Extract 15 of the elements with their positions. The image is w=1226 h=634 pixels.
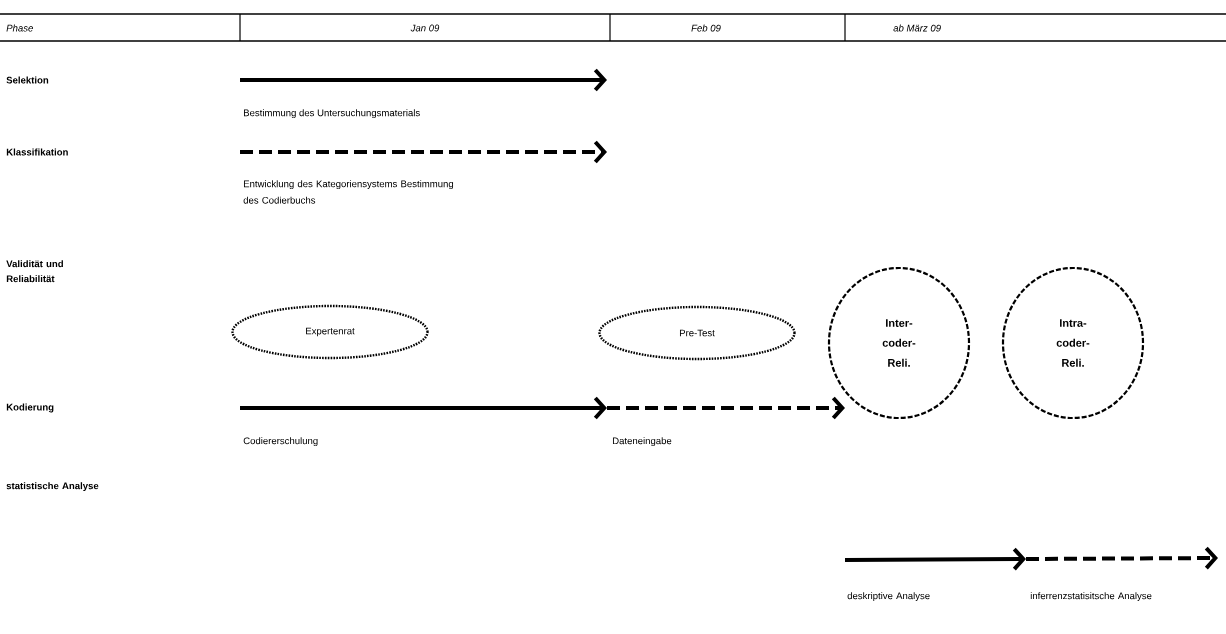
task-label: deskriptive Analyse <box>847 592 930 602</box>
column-header: Feb 09 <box>691 24 721 32</box>
phase-label: Selektion <box>6 76 49 84</box>
phase-label: Klassifikation <box>6 148 68 156</box>
task-label: Entwicklung des Kategoriensystems Bestimmung des Codierbuchs <box>243 180 454 204</box>
column-header: Phase <box>6 24 33 32</box>
phase-label: Validität und Reliabilität <box>6 260 63 283</box>
phase-label: Kodierung <box>6 403 54 413</box>
task-label: Bestimmung des Untersuchungsmaterials <box>244 109 420 119</box>
column-header: ab März 09 <box>893 24 941 32</box>
column-header: Jan 09 <box>410 24 440 32</box>
phase-label: statistische Analyse <box>6 482 99 492</box>
task-label: Codiererschulung <box>243 437 318 447</box>
task-label: inferrenzstatisitsche Analyse <box>1030 592 1152 602</box>
task-label: Dateneingabe <box>613 437 672 447</box>
